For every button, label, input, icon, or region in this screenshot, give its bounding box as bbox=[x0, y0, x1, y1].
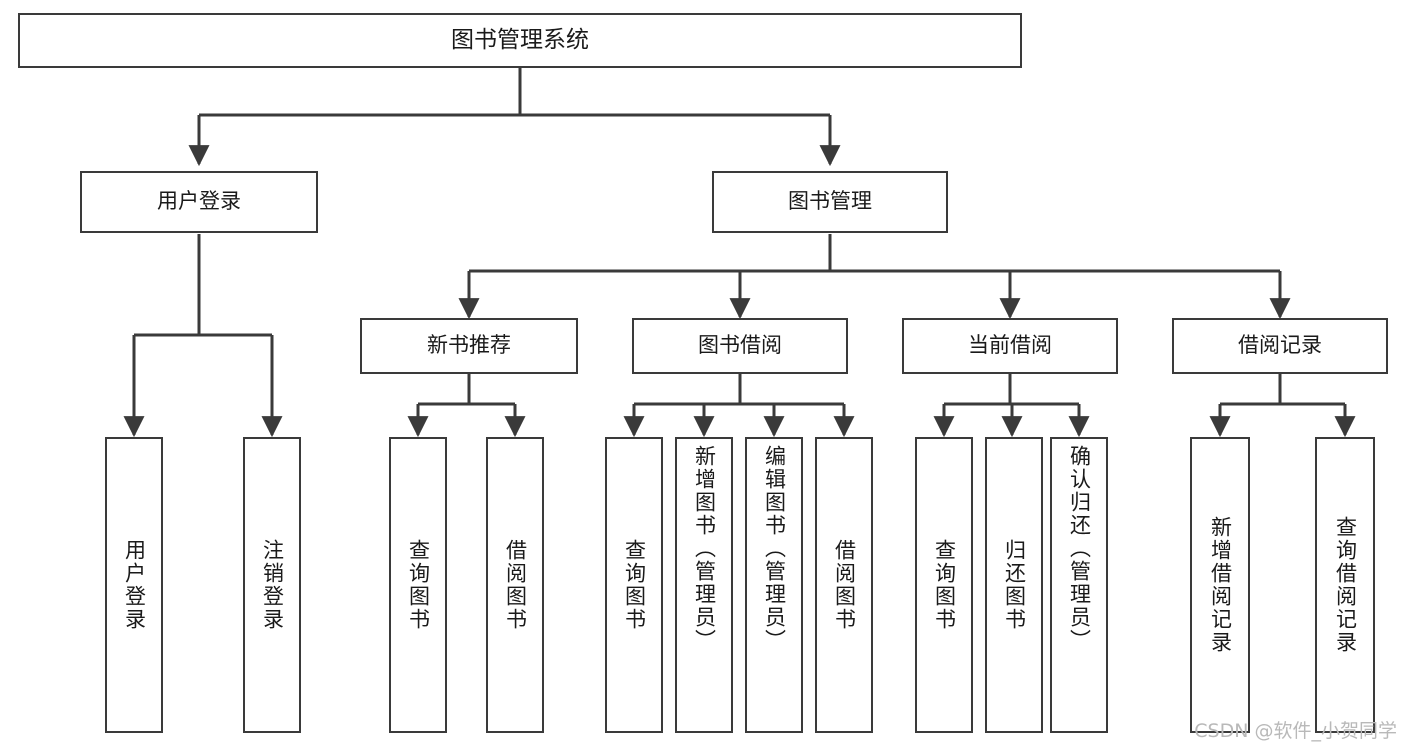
leaf-borrow-book-new[interactable]: 借阅图书 bbox=[486, 437, 544, 733]
node-label: 查询图书 bbox=[932, 539, 957, 631]
leaf-query-book-new[interactable]: 查询图书 bbox=[389, 437, 447, 733]
node-label: 新增图书（管理员） bbox=[692, 445, 717, 652]
node-label: 图书管理 bbox=[788, 189, 872, 214]
node-label: 确认归还（管理员） bbox=[1067, 445, 1092, 652]
node-label: 图书借阅 bbox=[698, 333, 782, 358]
leaf-user-login[interactable]: 用户登录 bbox=[105, 437, 163, 733]
node-label: 注销登录 bbox=[260, 539, 285, 631]
node-user-login[interactable]: 用户登录 bbox=[80, 171, 318, 233]
node-new-book-recommend[interactable]: 新书推荐 bbox=[360, 318, 578, 374]
node-label: 新增借阅记录 bbox=[1208, 516, 1233, 654]
leaf-edit-book-admin[interactable]: 编辑图书（管理员） bbox=[745, 437, 803, 733]
node-label: 查询图书 bbox=[622, 539, 647, 631]
leaf-query-book-current[interactable]: 查询图书 bbox=[915, 437, 973, 733]
node-label: 归还图书 bbox=[1002, 539, 1027, 631]
node-label: 图书管理系统 bbox=[451, 26, 589, 53]
node-root-system[interactable]: 图书管理系统 bbox=[18, 13, 1022, 68]
leaf-query-borrow-record[interactable]: 查询借阅记录 bbox=[1315, 437, 1375, 733]
leaf-query-book-borrow[interactable]: 查询图书 bbox=[605, 437, 663, 733]
node-label: 查询借阅记录 bbox=[1333, 516, 1358, 654]
node-label: 借阅图书 bbox=[832, 539, 857, 631]
leaf-borrow-book[interactable]: 借阅图书 bbox=[815, 437, 873, 733]
leaf-logout[interactable]: 注销登录 bbox=[243, 437, 301, 733]
node-label: 用户登录 bbox=[122, 539, 147, 631]
leaf-return-book[interactable]: 归还图书 bbox=[985, 437, 1043, 733]
leaf-confirm-return-admin[interactable]: 确认归还（管理员） bbox=[1050, 437, 1108, 733]
node-book-management[interactable]: 图书管理 bbox=[712, 171, 948, 233]
node-label: 借阅记录 bbox=[1238, 333, 1322, 358]
node-label: 借阅图书 bbox=[503, 539, 528, 631]
leaf-add-borrow-record[interactable]: 新增借阅记录 bbox=[1190, 437, 1250, 733]
node-label: 查询图书 bbox=[406, 539, 431, 631]
node-book-borrow[interactable]: 图书借阅 bbox=[632, 318, 848, 374]
node-current-borrow[interactable]: 当前借阅 bbox=[902, 318, 1118, 374]
node-label: 编辑图书（管理员） bbox=[762, 445, 787, 652]
node-label: 新书推荐 bbox=[427, 333, 511, 358]
leaf-add-book-admin[interactable]: 新增图书（管理员） bbox=[675, 437, 733, 733]
node-label: 用户登录 bbox=[157, 189, 241, 214]
node-label: 当前借阅 bbox=[968, 333, 1052, 358]
node-borrow-record[interactable]: 借阅记录 bbox=[1172, 318, 1388, 374]
